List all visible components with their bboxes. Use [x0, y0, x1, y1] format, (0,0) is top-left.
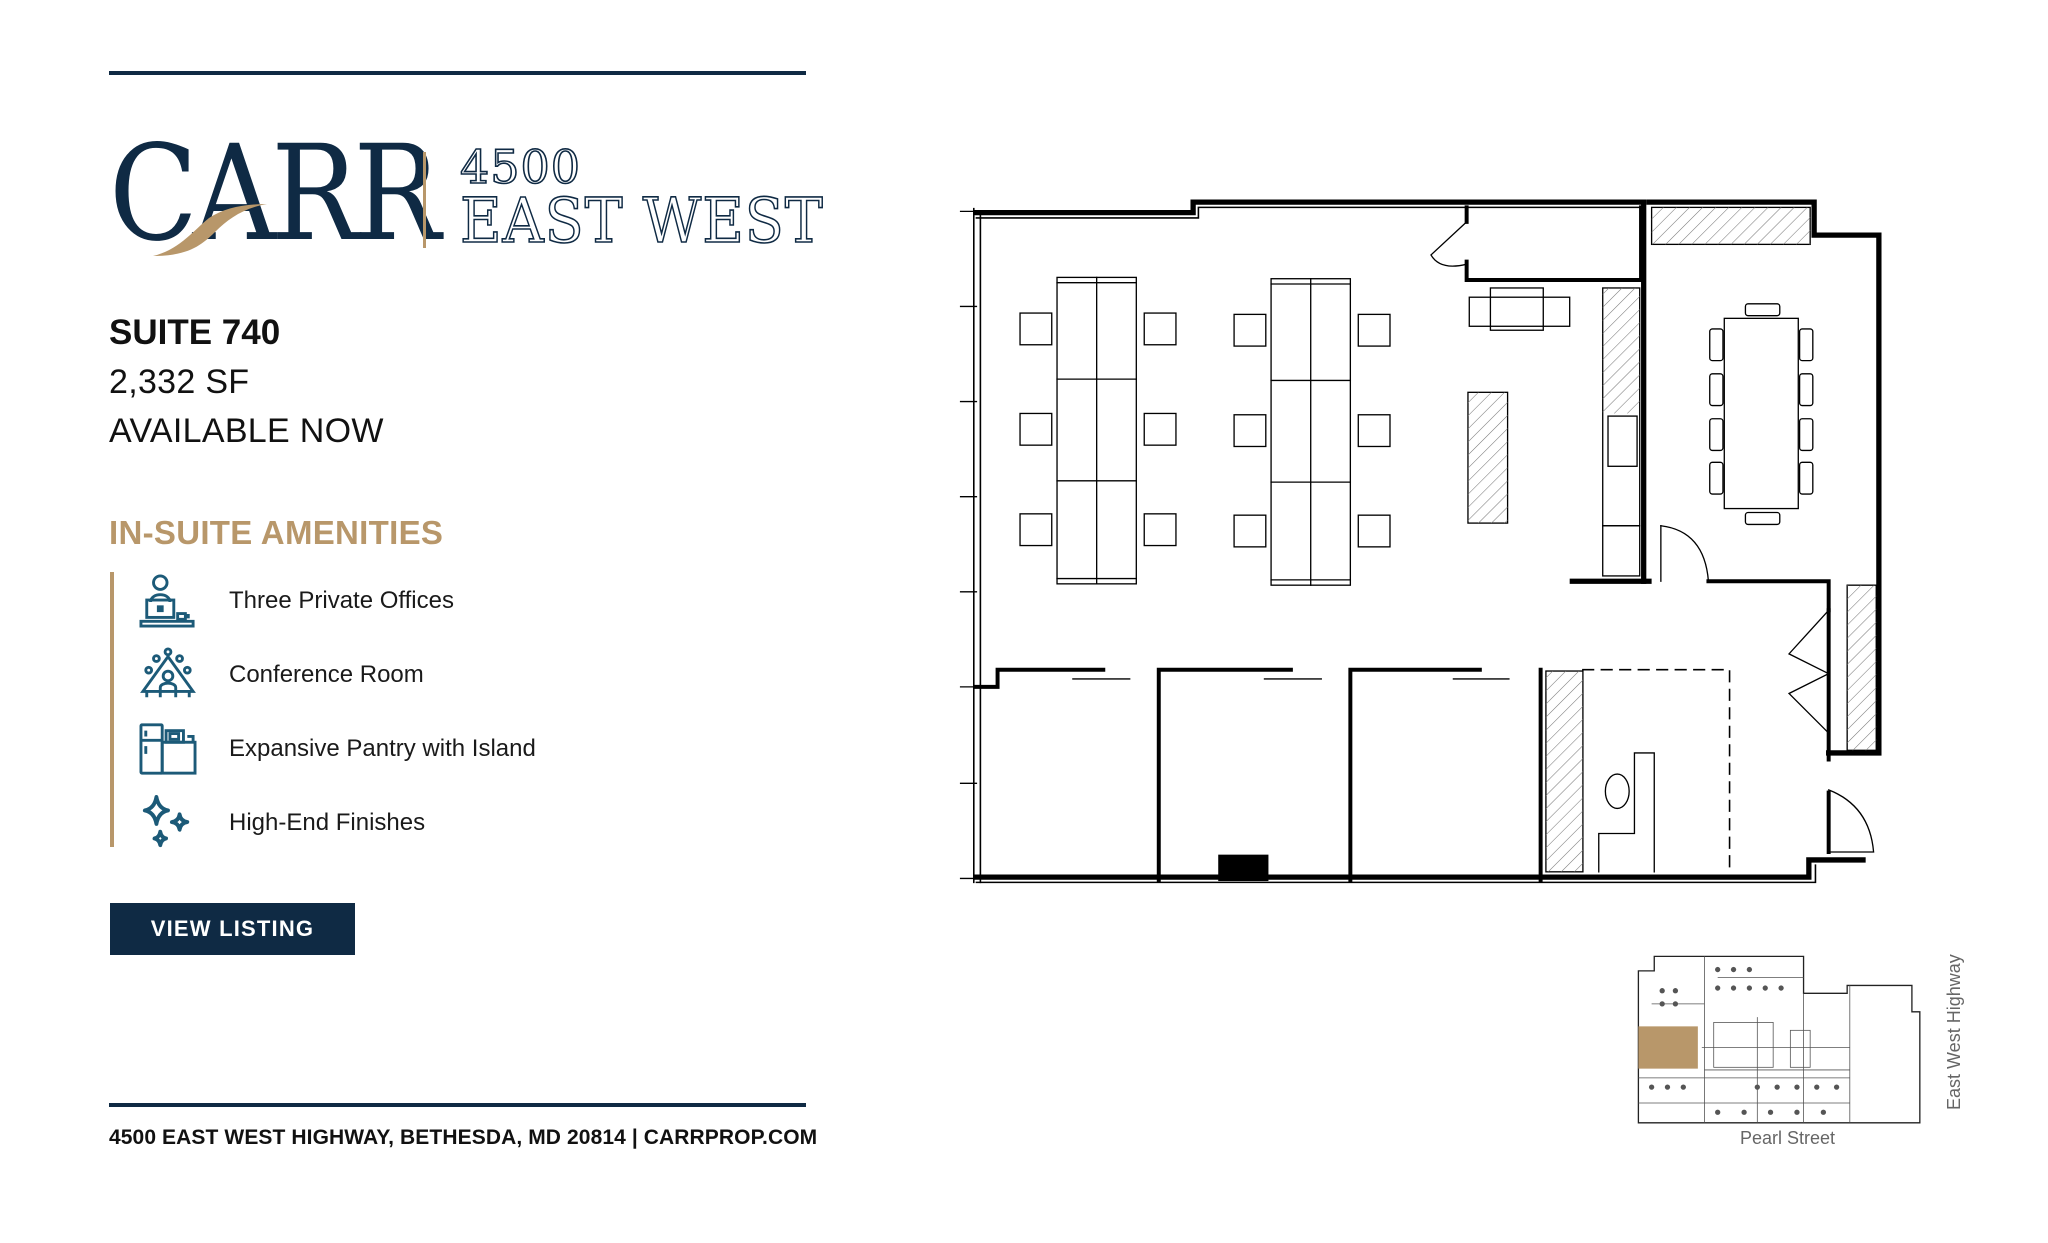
suite-size: 2,332 SF	[109, 363, 250, 401]
footer-rule	[109, 1103, 806, 1107]
carr-wordmark: CARR	[109, 117, 441, 271]
sparkle-icon	[138, 794, 198, 852]
amenity-label: Expansive Pantry with Island	[229, 735, 536, 762]
carr-4500-east-west-logo: CARR 4500 EAST WEST	[109, 128, 824, 260]
keyplan-street-bottom: Pearl Street	[1740, 1128, 1836, 1148]
suite-availability: AVAILABLE NOW	[109, 412, 384, 450]
amenity-item: Conference Room	[138, 645, 424, 705]
amenity-label: Conference Room	[229, 661, 424, 688]
amenity-item: High-End Finishes	[138, 793, 425, 853]
amenity-item: Expansive Pantry with Island	[138, 719, 536, 779]
pantry-icon	[138, 720, 198, 778]
conference-room-icon	[138, 646, 198, 704]
amenities-accent-bar	[110, 572, 114, 847]
keyplan-street-right: East West Highway	[1944, 954, 1964, 1110]
logo-divider	[423, 152, 426, 248]
amenities-heading: IN-SUITE AMENITIES	[109, 514, 444, 551]
logo-swoosh-icon	[153, 204, 267, 256]
amenity-label: High-End Finishes	[229, 809, 426, 836]
building-name: EAST WEST	[459, 184, 824, 257]
top-rule	[109, 71, 806, 75]
suite-title: SUITE 740	[109, 313, 281, 352]
amenity-label: Three Private Offices	[229, 587, 454, 614]
view-listing-button[interactable]: VIEW LISTING	[110, 903, 355, 955]
footer-address: 4500 EAST WEST HIGHWAY, BETHESDA, MD 208…	[109, 1126, 818, 1149]
amenity-item: Three Private Offices	[138, 571, 454, 631]
private-office-icon	[138, 572, 198, 630]
key-plan	[1637, 955, 1921, 1124]
building-number: 4500	[459, 140, 582, 194]
